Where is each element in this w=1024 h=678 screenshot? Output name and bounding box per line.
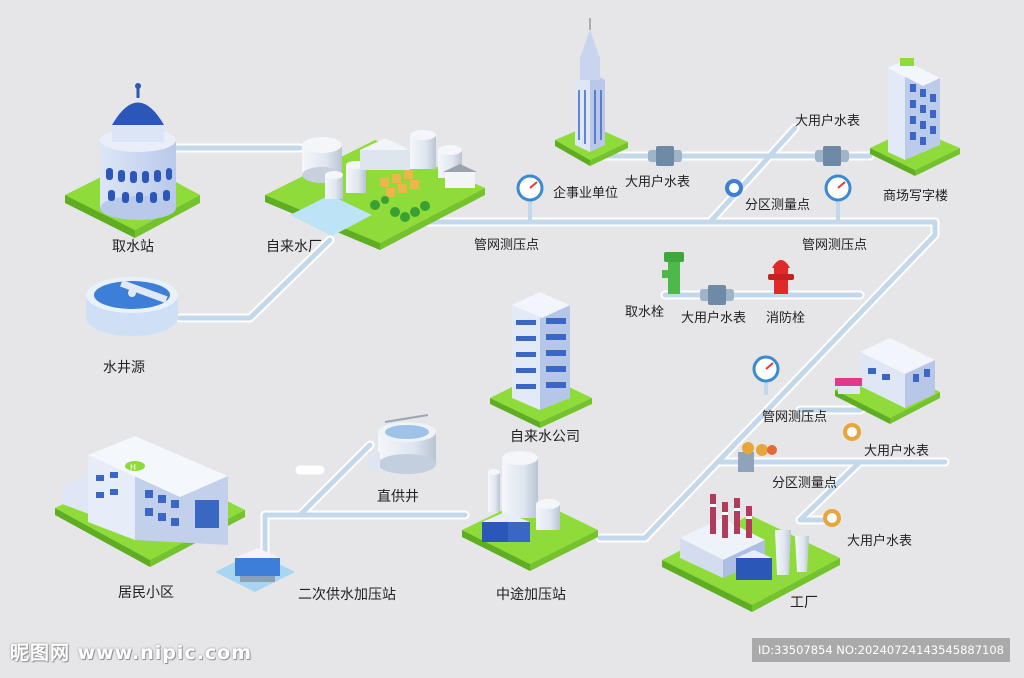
label-hydrant-intake: 取水栓 [625,305,665,320]
label-big-meter-2: 大用户水表 [795,114,861,129]
watermark-logo: 昵图网 www.nipic.com [10,642,253,664]
water-meter-2[interactable] [815,146,849,166]
label-intake-station: 取水站 [112,239,154,255]
mall-office-building[interactable] [870,58,960,176]
label-water-company: 自来水公司 [510,429,580,445]
label-zone-point-2: 分区测量点 [772,476,838,491]
residential-building[interactable]: H [55,436,245,567]
label-zone-point-1: 分区测量点 [745,198,811,213]
label-factory: 工厂 [790,595,818,611]
big-user-building[interactable] [835,338,940,424]
label-well-source: 水井源 [103,360,145,376]
factory[interactable] [662,494,840,612]
fire-hydrant[interactable] [768,260,794,294]
midway-booster-station[interactable] [462,451,598,571]
pressure-gauge-1[interactable] [516,174,544,220]
label-big-meter-5: 大用户水表 [847,534,913,549]
direct-supply-well[interactable] [368,414,436,474]
water-meter-1[interactable] [648,146,682,166]
label-secondary-booster: 二次供水加压站 [298,587,396,603]
label-big-meter-4: 大用户水表 [864,444,930,459]
label-residential: 居民小区 [118,585,174,601]
enterprise-tower[interactable] [555,18,628,166]
label-big-meter-3: 大用户水表 [681,311,747,326]
label-pressure-point-3: 管网测压点 [762,410,828,425]
well-source[interactable] [86,277,178,336]
label-pressure-point-2: 管网测压点 [802,238,868,253]
label-midway-booster: 中途加压站 [496,587,566,603]
label-fire-hydrant: 消防栓 [766,311,806,326]
label-direct-well: 直供井 [377,489,419,505]
label-pressure-point-1: 管网测压点 [474,238,540,253]
water-meter-5[interactable] [823,509,841,527]
intake-hydrant[interactable] [662,252,684,294]
intake-station[interactable] [65,83,200,238]
zone-measure-meter-2[interactable] [738,442,777,472]
zone-measure-meter-1[interactable] [725,179,743,197]
label-water-plant: 自来水厂 [266,239,322,255]
water-company-building[interactable] [490,292,592,428]
svg-text:H: H [130,463,136,472]
pipe-network [165,123,950,560]
label-mall-office: 商场写字楼 [883,189,949,204]
pressure-gauge-2[interactable] [824,174,852,220]
water-meter-3[interactable] [700,285,734,305]
pressure-gauge-3[interactable] [752,355,780,395]
watermark-id: ID:33507854 NO:20240724143545887108 [752,638,1010,662]
secondary-booster-station[interactable] [215,548,295,592]
water-meter-4[interactable] [843,423,861,441]
label-enterprise: 企事业单位 [553,186,619,201]
water-treatment-plant[interactable] [265,130,485,250]
label-big-meter-1: 大用户水表 [625,175,691,190]
